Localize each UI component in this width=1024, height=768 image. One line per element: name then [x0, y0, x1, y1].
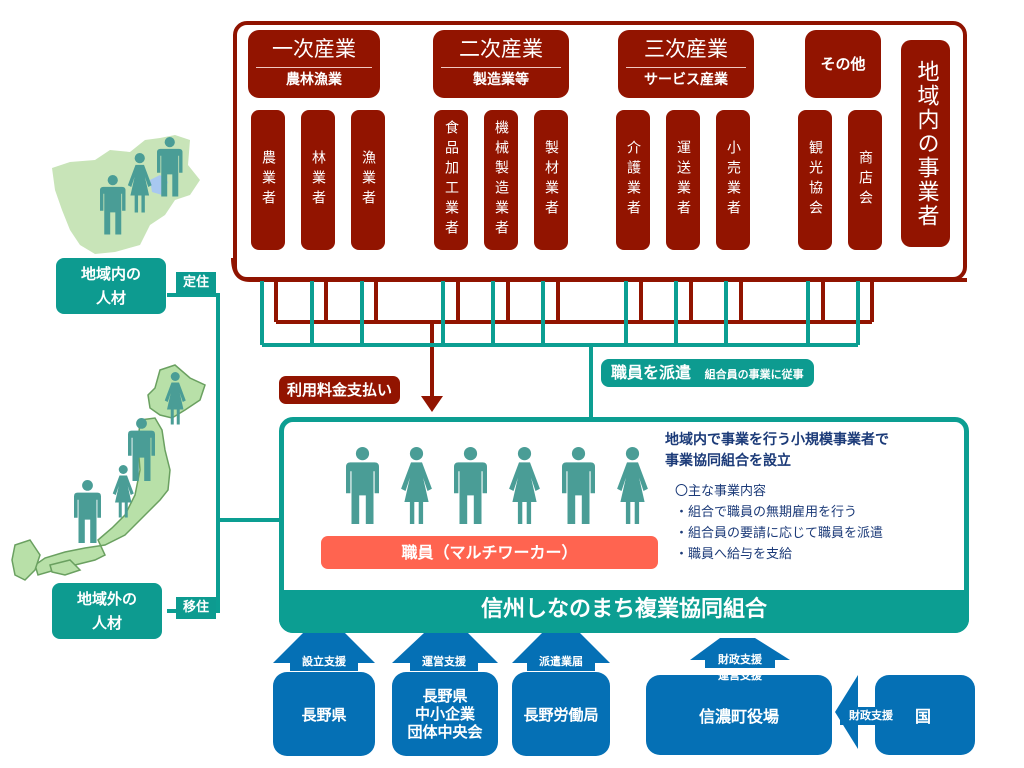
business-farmers: 農業者 — [251, 110, 285, 250]
category-tertiary: 三次産業 サービス産業 — [618, 30, 754, 98]
migrate-tag: 移住 — [176, 597, 216, 619]
category-other: その他 — [805, 30, 881, 98]
support-tag: 運営支援 — [410, 653, 478, 671]
female-person-icon — [164, 372, 186, 425]
category-subtitle: 農林漁業 — [286, 72, 342, 88]
local-talent-line2: 人材 — [95, 289, 126, 307]
supporter-name: 中小企業 — [414, 705, 475, 723]
category-title: 二次産業 — [459, 37, 543, 61]
dispatch-label: 職員を派遣 組合員の事業に従事 — [601, 359, 814, 387]
support-tag: 設立支援 — [290, 653, 358, 671]
settle-tag: 定住 — [176, 272, 216, 294]
business-label: 小売業者 — [725, 140, 741, 220]
female-person-icon — [509, 447, 540, 524]
activity-item: ・組合で職員の無期雇用を行う — [675, 505, 858, 520]
male-person-icon — [74, 480, 101, 543]
local-talent-line1: 地域内の — [80, 265, 141, 283]
business-tourism-assoc: 観光協会 — [798, 110, 832, 250]
category-subtitle: 製造業等 — [473, 72, 529, 88]
female-person-icon — [112, 465, 134, 518]
activities-title: 〇主な事業内容 — [675, 484, 767, 499]
business-label: 介護業者 — [625, 140, 641, 220]
dispatch-note: 組合員の事業に従事 — [704, 368, 804, 381]
business-label: 観光協会 — [807, 140, 823, 220]
supporter-name: 国 — [914, 707, 931, 726]
support-tag-line: 運営支援 — [718, 669, 762, 682]
payment-label: 利用料金支払い — [279, 376, 401, 404]
japan-map — [11, 364, 206, 581]
teal-dispatch-lines — [260, 264, 860, 417]
region-businesses-text: 地域内の事業者 — [913, 59, 939, 228]
supporter-name: 団体中央会 — [407, 723, 483, 741]
supporter-nagano-pref: 長野県 — [273, 672, 375, 756]
male-person-icon — [128, 418, 155, 481]
region-businesses-label: 地域内の事業者 — [901, 40, 950, 247]
business-food-processors: 食品加工業者 — [434, 110, 468, 250]
outside-talent-box: 地域外の 人材 — [52, 583, 162, 639]
business-label: 林業者 — [310, 150, 326, 210]
business-label: 運送業者 — [675, 140, 691, 220]
worker-icons — [346, 447, 648, 524]
divider — [626, 67, 746, 68]
dispatch-title: 職員を派遣 — [611, 363, 692, 382]
category-primary: 一次産業 農林漁業 — [248, 30, 380, 98]
supporter-name: 長野県 — [301, 705, 347, 724]
business-label: 製材業者 — [543, 140, 559, 220]
business-foresters: 林業者 — [301, 110, 335, 250]
activity-item: ・組合員の要請に応じて職員を派遣 — [675, 526, 884, 541]
support-tag-line: 財政支援 — [705, 652, 775, 668]
business-merchants-assoc: 商店会 — [848, 110, 882, 250]
supporter-labor-bureau: 長野労働局 — [512, 672, 610, 756]
cooperative-name: 信州しなのまち複業協同組合 — [279, 590, 969, 633]
description-heading-line1: 地域内で事業を行う小規模事業者で — [665, 432, 889, 448]
divider — [256, 67, 372, 68]
outside-talent-line1: 地域外の — [76, 590, 137, 608]
local-talent-box: 地域内の 人材 — [56, 258, 166, 314]
outside-people-icons — [74, 372, 186, 543]
supporter-name: 長野労働局 — [523, 705, 599, 724]
category-title: 三次産業 — [644, 37, 728, 61]
male-person-icon — [562, 447, 595, 524]
supporter-name: 信濃町役場 — [698, 707, 779, 726]
business-transporters: 運送業者 — [666, 110, 700, 250]
female-person-icon — [401, 447, 432, 524]
male-person-icon — [157, 137, 183, 197]
category-title: 一次産業 — [272, 37, 356, 61]
business-label: 機械製造業者 — [493, 120, 509, 240]
activity-item: ・職員へ給与を支給 — [675, 547, 793, 562]
business-fishers: 漁業者 — [351, 110, 385, 250]
support-tag: 財政支援 — [840, 707, 902, 725]
business-label: 漁業者 — [360, 150, 376, 210]
category-secondary: 二次産業 製造業等 — [433, 30, 569, 98]
female-person-icon — [617, 447, 648, 524]
male-person-icon — [346, 447, 379, 524]
support-tag: 派遣業届 — [527, 653, 595, 671]
outside-talent-line2: 人材 — [91, 614, 122, 632]
business-label: 農業者 — [260, 150, 276, 210]
local-people-icons — [100, 137, 183, 235]
category-title: その他 — [820, 55, 866, 73]
business-care-providers: 介護業者 — [616, 110, 650, 250]
support-tag: 財政支援 運営支援 — [705, 652, 775, 684]
payment-arrowhead — [421, 396, 443, 412]
business-label: 食品加工業者 — [443, 120, 459, 240]
business-retailers: 小売業者 — [716, 110, 750, 250]
description-heading-line2: 事業協同組合を設立 — [665, 453, 791, 469]
cooperative-description: 地域内で事業を行う小規模事業者で 事業協同組合を設立 〇主な事業内容 ・組合で職… — [665, 430, 965, 565]
female-person-icon — [127, 153, 152, 213]
business-label: 商店会 — [857, 150, 873, 210]
divider — [441, 67, 561, 68]
supporter-sme-federation: 長野県 中小企業 団体中央会 — [392, 672, 498, 756]
workers-label: 職員（マルチワーカー） — [321, 536, 658, 569]
male-person-icon — [454, 447, 487, 524]
supporter-name: 長野県 — [422, 687, 468, 705]
supporter-shinano-town: 信濃町役場 — [646, 675, 832, 755]
category-subtitle: サービス産業 — [644, 72, 728, 88]
business-lumber-mills: 製材業者 — [534, 110, 568, 250]
male-person-icon — [100, 175, 126, 235]
business-machine-makers: 機械製造業者 — [484, 110, 518, 250]
